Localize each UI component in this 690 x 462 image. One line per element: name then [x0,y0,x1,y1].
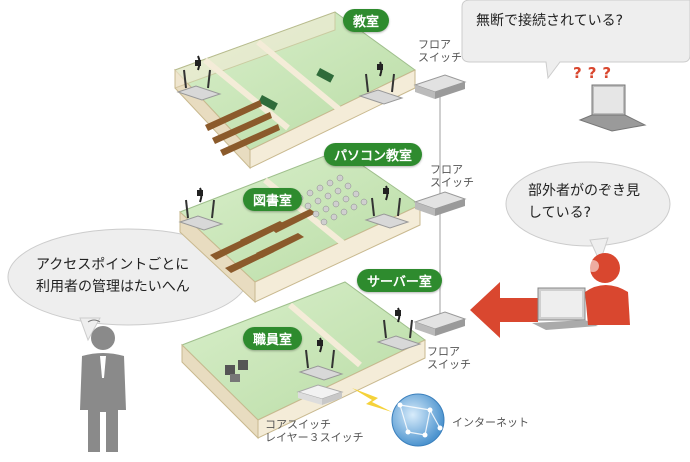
room-label-server-room: サーバー室 [357,269,442,292]
core-switch-icon [296,384,344,405]
bubble-outsider [505,161,671,264]
bubble-unauthorized [461,0,690,80]
outsider-laptop-icon [532,287,598,330]
floor-staff-server [181,281,426,440]
access-point-pc-room [364,185,410,229]
unauthorized-laptop-icon [578,84,647,132]
access-point-server-room [376,307,422,351]
access-point-staff-room [298,337,344,381]
bubble-admin-text: アクセスポイントごとに 利用者の管理はたいへん [36,257,190,295]
floor-switch-mid-icon [413,191,467,216]
room-label-pc-room: パソコン教室 [324,143,423,166]
floor-switch-mid-label: フロア スイッチ [430,163,474,189]
connection-lightning-icon [352,388,392,412]
access-point-library [178,187,224,231]
room-label-classroom: 教室 [343,9,390,32]
outsider-person-icon [585,253,630,325]
room-label-staff-room: 職員室 [243,327,303,350]
access-point-classroom-right [358,61,404,105]
intrusion-arrow-icon [470,282,538,338]
bubble-unauthorized-text: 無断で接続されている? [476,13,624,29]
question-marks: ??? [573,64,618,82]
core-switch-label: コアスイッチ レイヤー３スイッチ [265,418,364,444]
floor-switch-bottom-label: フロア スイッチ [427,345,471,371]
admin-person-icon [80,319,126,452]
access-point-classroom-left [176,55,222,101]
internet-globe-icon [391,393,445,447]
floor-switch-top-label: フロア スイッチ [418,38,462,64]
floor-switch-bottom-icon [413,311,467,336]
internet-label: インターネット [452,416,529,429]
floor-switch-top-icon [413,74,467,99]
room-label-library: 図書室 [243,188,303,211]
bubble-outsider-text: 部外者がのぞき見 している? [528,183,640,221]
